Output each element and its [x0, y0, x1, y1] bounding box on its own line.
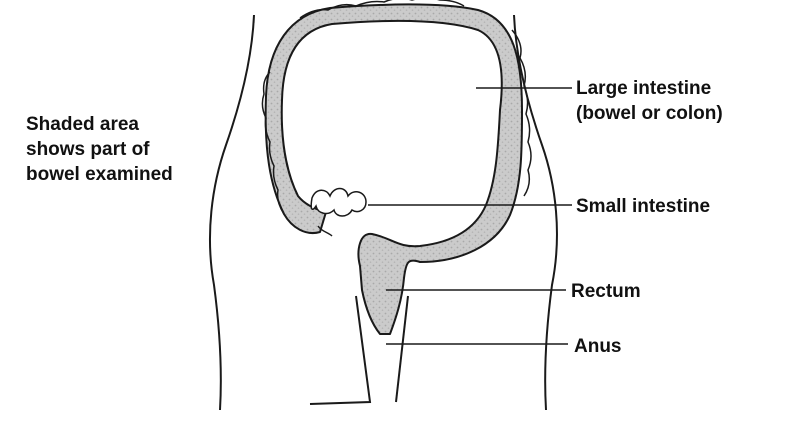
label-large-intestine-line1: Large intestine: [576, 78, 712, 99]
leg-outline-right: [395, 295, 409, 403]
note-line: shows part of: [26, 139, 150, 160]
colon-haustra-top: [299, 0, 465, 19]
note-line: Shaded area: [26, 114, 139, 135]
body-outline-left: [209, 14, 255, 411]
label-anus: Anus: [574, 336, 622, 357]
note-line: bowel examined: [26, 164, 173, 185]
leg-outline-left: [309, 295, 372, 405]
label-large-intestine-line2: (bowel or colon): [576, 103, 723, 124]
colon-haustra-left: [261, 71, 285, 215]
label-large-intestine: Large intestine (bowel or colon): [576, 76, 723, 126]
label-rectum: Rectum: [571, 281, 641, 302]
body-outline-right: [513, 14, 558, 411]
label-small-intestine: Small intestine: [576, 196, 711, 217]
large-intestine-shape: [264, 3, 523, 335]
small-intestine-shape: [310, 187, 367, 217]
colon-haustra-right: [511, 29, 532, 197]
appendix-tail: [317, 225, 333, 237]
shaded-area-note: Shaded area shows part of bowel examined: [26, 112, 173, 187]
